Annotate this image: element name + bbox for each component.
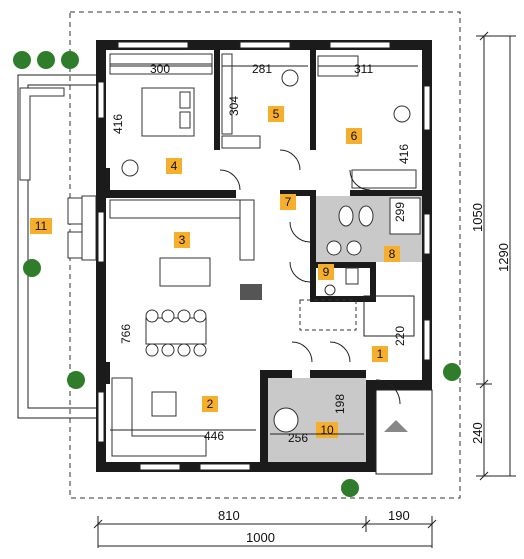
bathtub (389, 197, 421, 235)
dimension-label: 1050 (470, 203, 485, 232)
room-tag-11: 11 (30, 218, 52, 234)
kitchen-island (159, 257, 211, 287)
dining-chairs (145, 309, 207, 357)
svg-text:2: 2 (207, 397, 214, 411)
kitchen-counter-side (239, 199, 255, 261)
toilet (338, 205, 354, 227)
svg-text:3: 3 (179, 233, 186, 247)
tree-icon (13, 51, 461, 497)
interior-dimension-lines (110, 65, 418, 435)
sink (346, 240, 362, 256)
utility-sink (273, 407, 299, 433)
dimension-label: 281 (252, 62, 272, 76)
svg-text:9: 9 (323, 265, 330, 279)
room-tag-10: 10 (316, 422, 338, 438)
dimension-label: 416 (111, 114, 125, 134)
dimension-label: 1290 (496, 243, 511, 272)
dimension-label: 766 (119, 324, 133, 344)
cabinet (221, 53, 233, 135)
chair (281, 69, 299, 87)
dimension-label: 810 (218, 508, 240, 523)
exterior-dimension-lines (93, 31, 516, 548)
porch-triangle (384, 420, 408, 432)
room-tag-9: 9 (318, 264, 334, 280)
terrace-sofa (19, 87, 65, 181)
living-sofa (111, 377, 207, 457)
pillow (179, 91, 191, 109)
room-tag-3: 3 (174, 232, 190, 248)
dimension-label: 304 (227, 96, 241, 116)
dimension-label: 240 (470, 422, 485, 444)
wardrobe-small (351, 169, 417, 189)
dimension-label: 1000 (246, 530, 275, 545)
windows (97, 41, 431, 471)
hall-dashed (299, 299, 357, 331)
room-tag-6: 6 (346, 128, 362, 144)
dimension-label: 220 (393, 326, 407, 346)
dimension-label: 256 (288, 431, 308, 445)
room-tag-1: 1 (372, 346, 388, 362)
svg-text:11: 11 (35, 219, 48, 233)
dining-table (145, 317, 207, 345)
wc-sink (324, 284, 336, 296)
sink (326, 240, 342, 256)
door-swings (219, 149, 401, 405)
stairs (363, 295, 415, 337)
plot-boundary (69, 11, 461, 499)
svg-text:8: 8 (389, 247, 396, 261)
room-tag-4: 4 (166, 158, 182, 174)
svg-text:6: 6 (351, 129, 358, 143)
terrace-table (81, 195, 97, 261)
room-tag-8: 8 (384, 246, 400, 262)
terrace-outline (17, 74, 96, 419)
svg-text:1: 1 (377, 347, 384, 361)
fridge (240, 284, 262, 300)
room-tag-5: 5 (268, 106, 284, 122)
dimension-label: 416 (397, 144, 411, 164)
coffee-table (151, 391, 177, 417)
room-tag-7: 7 (280, 194, 296, 210)
chair (393, 105, 411, 123)
desk (221, 135, 261, 149)
kitchen-counter (109, 199, 241, 219)
dimension-label: 311 (354, 62, 373, 76)
svg-text:10: 10 (320, 423, 334, 437)
wc-toilet (345, 267, 359, 285)
dimension-label: 446 (204, 429, 224, 443)
svg-text:5: 5 (273, 107, 280, 121)
terrace-inner (27, 84, 96, 409)
porch (375, 389, 433, 475)
dimension-label: 299 (393, 202, 407, 222)
bidet (358, 205, 374, 227)
dimension-label: 190 (388, 508, 410, 523)
room-tag-2: 2 (202, 396, 218, 412)
pillow (179, 111, 191, 129)
dimension-label: 198 (333, 394, 347, 414)
svg-text:7: 7 (285, 195, 292, 209)
plant (121, 159, 139, 177)
svg-text:4: 4 (171, 159, 178, 173)
dimension-label: 300 (150, 62, 170, 76)
